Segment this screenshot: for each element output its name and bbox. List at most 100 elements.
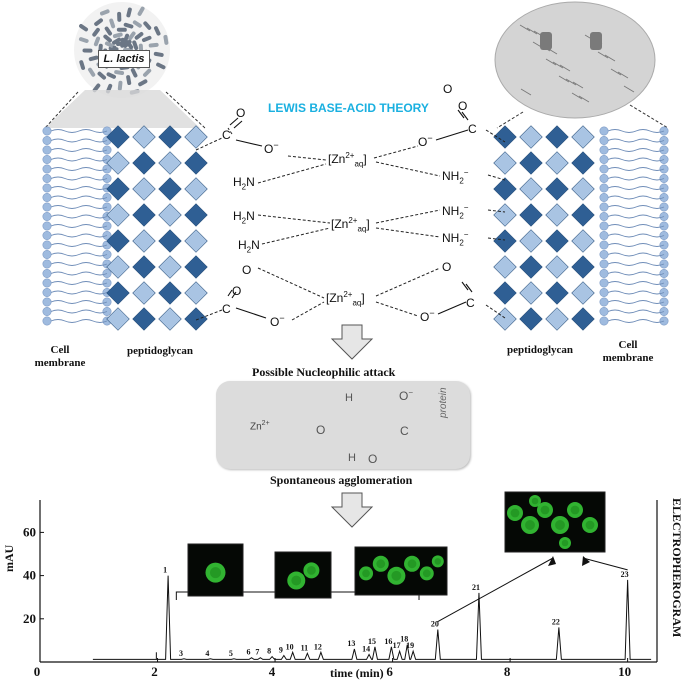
bacterium-icon: [112, 32, 123, 39]
bacterium-icon: [141, 35, 152, 43]
right-peptidoglycan-diamond: [545, 281, 569, 305]
right-top-carbon: C: [468, 122, 477, 136]
left-peptidoglycan-diamond: [158, 177, 182, 201]
right-membrane-tail: [607, 138, 665, 143]
peak-label: 14: [362, 644, 370, 653]
right-peptidoglycan-diamond: [493, 229, 517, 253]
peak-label: 7: [255, 648, 259, 657]
bacterium-icon: [137, 6, 145, 16]
left-amine-3: H2N: [238, 238, 260, 255]
peak-label: 17: [393, 641, 401, 650]
mechanism-h-bottom: H: [348, 452, 356, 464]
right-peptidoglycan-diamond: [545, 177, 569, 201]
right-peptidoglycan-diamond: [545, 203, 569, 227]
left-bottom-carbon: C: [222, 302, 231, 316]
zinc-ion-3: [Zn2+aq]: [326, 290, 365, 308]
interaction-bond: [227, 127, 233, 135]
x-tick-label: 2: [151, 664, 158, 679]
left-peptidoglycan-diamond: [184, 151, 208, 175]
right-bottom-o-minus: O−: [420, 308, 435, 324]
interaction-bond: [485, 304, 506, 319]
peak-label: 11: [301, 643, 309, 652]
right-membrane-tail: [607, 300, 665, 304]
left-peptidoglycan-diamond: [158, 307, 182, 331]
green-cell-core: [391, 570, 402, 581]
right-peptidoglycan-diamond: [571, 151, 595, 175]
right-peptidoglycan-diamond: [493, 255, 517, 279]
interaction-bond: [375, 267, 441, 297]
bacterium-icon: [143, 68, 152, 77]
zoom-line: [165, 91, 206, 129]
right-top-o-minus: O−: [418, 133, 433, 149]
right-membrane-tail: [607, 252, 665, 257]
peak-label: 22: [552, 617, 560, 626]
peak-label: 23: [621, 570, 629, 579]
organism-label: L. lactis: [98, 50, 150, 68]
bacterium-icon: [79, 24, 89, 32]
right-peptidoglycan-diamond: [519, 151, 543, 175]
right-membrane-tail: [607, 167, 665, 171]
chemical-bond: [461, 111, 469, 121]
right-peptidoglycan-diamond: [519, 255, 543, 279]
left-peptidoglycan-diamond: [158, 125, 182, 149]
green-cell-core: [376, 559, 386, 569]
chemical-bond: [235, 307, 267, 319]
right-membrane-tail: [607, 309, 665, 314]
bacterium-icon: [153, 26, 161, 36]
left-membrane-tail: [50, 281, 108, 285]
bacterium-icon: [82, 48, 93, 53]
left-peptidoglycan-diamond: [184, 255, 208, 279]
left-membrane-tail: [50, 186, 108, 190]
right-membrane-tail: [607, 195, 665, 200]
chart-xlabel: time (min): [330, 666, 384, 680]
x-tick-label: 0: [34, 664, 41, 679]
pointer-arrowhead: [582, 556, 590, 566]
x-tick-label: 8: [504, 664, 511, 679]
right-membrane-tail: [607, 281, 665, 285]
peak-label: 5: [229, 649, 233, 658]
left-membrane-tail: [50, 195, 108, 200]
bacterium-icon: [103, 34, 112, 43]
bacterium-icon: [104, 41, 115, 48]
left-membrane-tail: [50, 271, 108, 276]
structure-bond: [623, 85, 635, 93]
interaction-bond: [257, 214, 331, 224]
structure-bond: [610, 68, 622, 76]
right-membrane-tail: [607, 290, 665, 295]
green-cell-core: [570, 505, 580, 515]
bacterium-icon: [138, 79, 148, 87]
right-peptidoglycan-diamond: [519, 229, 543, 253]
left-membrane-tail: [50, 129, 108, 133]
left-peptidoglycan-diamond: [158, 281, 182, 305]
left-peptidoglycan-diamond: [184, 177, 208, 201]
interaction-bond: [291, 301, 325, 321]
left-peptidoglycan-diamond: [106, 151, 130, 175]
bacterium-icon: [99, 9, 110, 16]
left-peptidoglycan-label: peptidoglycan: [126, 345, 193, 357]
bacterium-icon: [132, 40, 139, 51]
left-peptidoglycan-diamond: [106, 125, 130, 149]
interaction-bond: [375, 209, 441, 224]
left-cell-membrane-line1: Cell: [50, 344, 70, 356]
left-cell-membrane-label: Cell membrane: [30, 344, 90, 370]
peak-label: 16: [384, 637, 392, 646]
peak-label: 15: [368, 637, 376, 646]
right-peptidoglycan-diamond: [493, 151, 517, 175]
right-peptidoglycan-diamond: [571, 255, 595, 279]
right-peptidoglycan-diamond: [571, 229, 595, 253]
x-tick-label: 4: [269, 664, 276, 679]
right-membrane-tail: [607, 233, 665, 238]
agglomeration-title: Spontaneous agglomeration: [270, 473, 413, 487]
right-amine-2: NH2−: [442, 203, 469, 221]
structure-shape: [590, 32, 602, 50]
pointer-arrowhead: [548, 556, 556, 566]
right-peptidoglycan-diamond: [571, 307, 595, 331]
right-cell-membrane-line2: membrane: [602, 352, 654, 364]
left-amine-1: H2N: [233, 175, 255, 192]
peak-label: 1: [163, 566, 167, 575]
left-cell-membrane-line2: membrane: [34, 357, 86, 369]
green-cell-core: [555, 520, 565, 530]
left-membrane-tail: [50, 319, 108, 323]
green-cell-core: [585, 520, 595, 530]
structure-bond: [526, 27, 538, 35]
